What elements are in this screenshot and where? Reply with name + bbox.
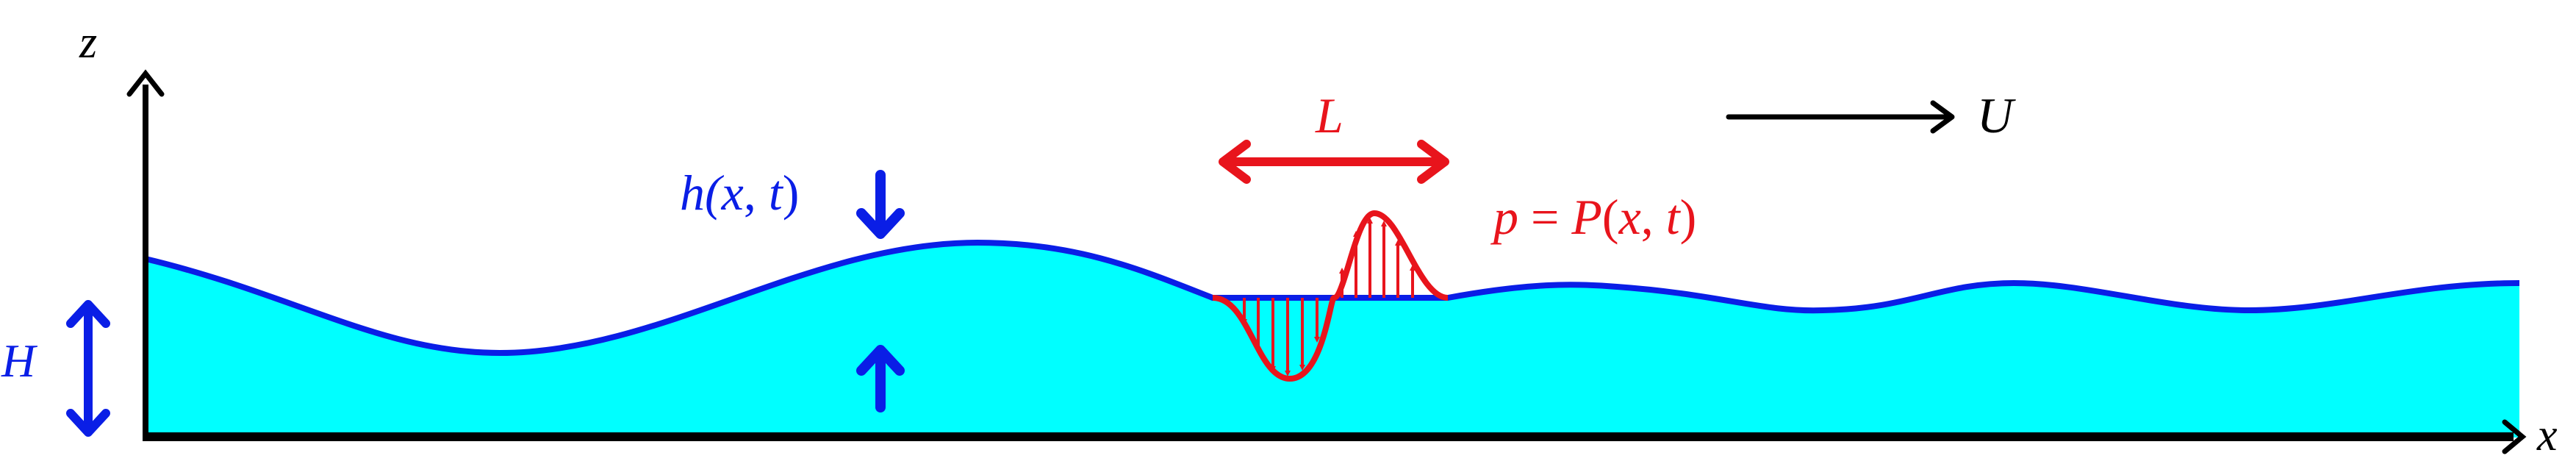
height-up-arrow (856, 345, 905, 413)
x-axis-label: x (2536, 410, 2558, 460)
free-surface-curve (145, 239, 2520, 357)
depth-label: H (1, 335, 38, 387)
velocity-arrow (1726, 100, 1955, 134)
depth-double-arrow (66, 300, 110, 437)
z-axis-arrowhead (126, 69, 165, 97)
velocity-label: U (1977, 88, 2016, 143)
z-axis-label: z (79, 18, 97, 68)
length-label: L (1315, 88, 1343, 143)
x-axis-arrowhead (2502, 419, 2527, 454)
pressure-label: p = P(x, t) (1490, 189, 1696, 245)
pressure-distribution (1212, 210, 1449, 382)
height-label: h(x, t) (680, 165, 799, 221)
fluid-region (146, 243, 2519, 438)
length-double-arrow (1219, 140, 1449, 184)
height-down-arrow (856, 170, 905, 239)
